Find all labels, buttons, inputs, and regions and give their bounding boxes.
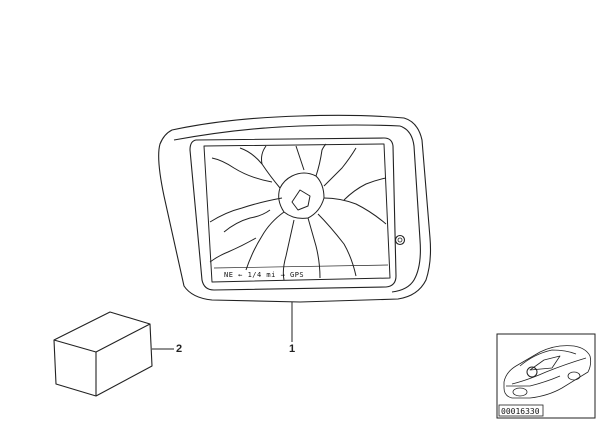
display-housing-outer	[158, 114, 432, 303]
navigation-display	[158, 114, 432, 303]
callout-1: 1	[289, 343, 296, 355]
reference-car-inset: 00016330	[496, 333, 596, 419]
display-bezel	[189, 137, 397, 291]
inset-frame	[496, 333, 596, 419]
display-knob	[394, 234, 406, 246]
screen-status-separator	[213, 264, 389, 269]
car-outline-icon	[503, 345, 592, 399]
callout-2: 2	[176, 343, 183, 355]
inset-reference-code: 00016330	[501, 407, 540, 416]
inset-location-marker-icon	[526, 366, 538, 378]
map-roads	[209, 143, 387, 281]
inset-code-box	[498, 404, 544, 417]
display-housing-right-side	[391, 125, 421, 293]
display-housing-top-bevel	[173, 124, 401, 141]
screen-status-text: NE ← 1/4 mi → GPS	[224, 271, 304, 279]
display-screen	[203, 143, 391, 283]
accessory-box	[53, 311, 153, 397]
